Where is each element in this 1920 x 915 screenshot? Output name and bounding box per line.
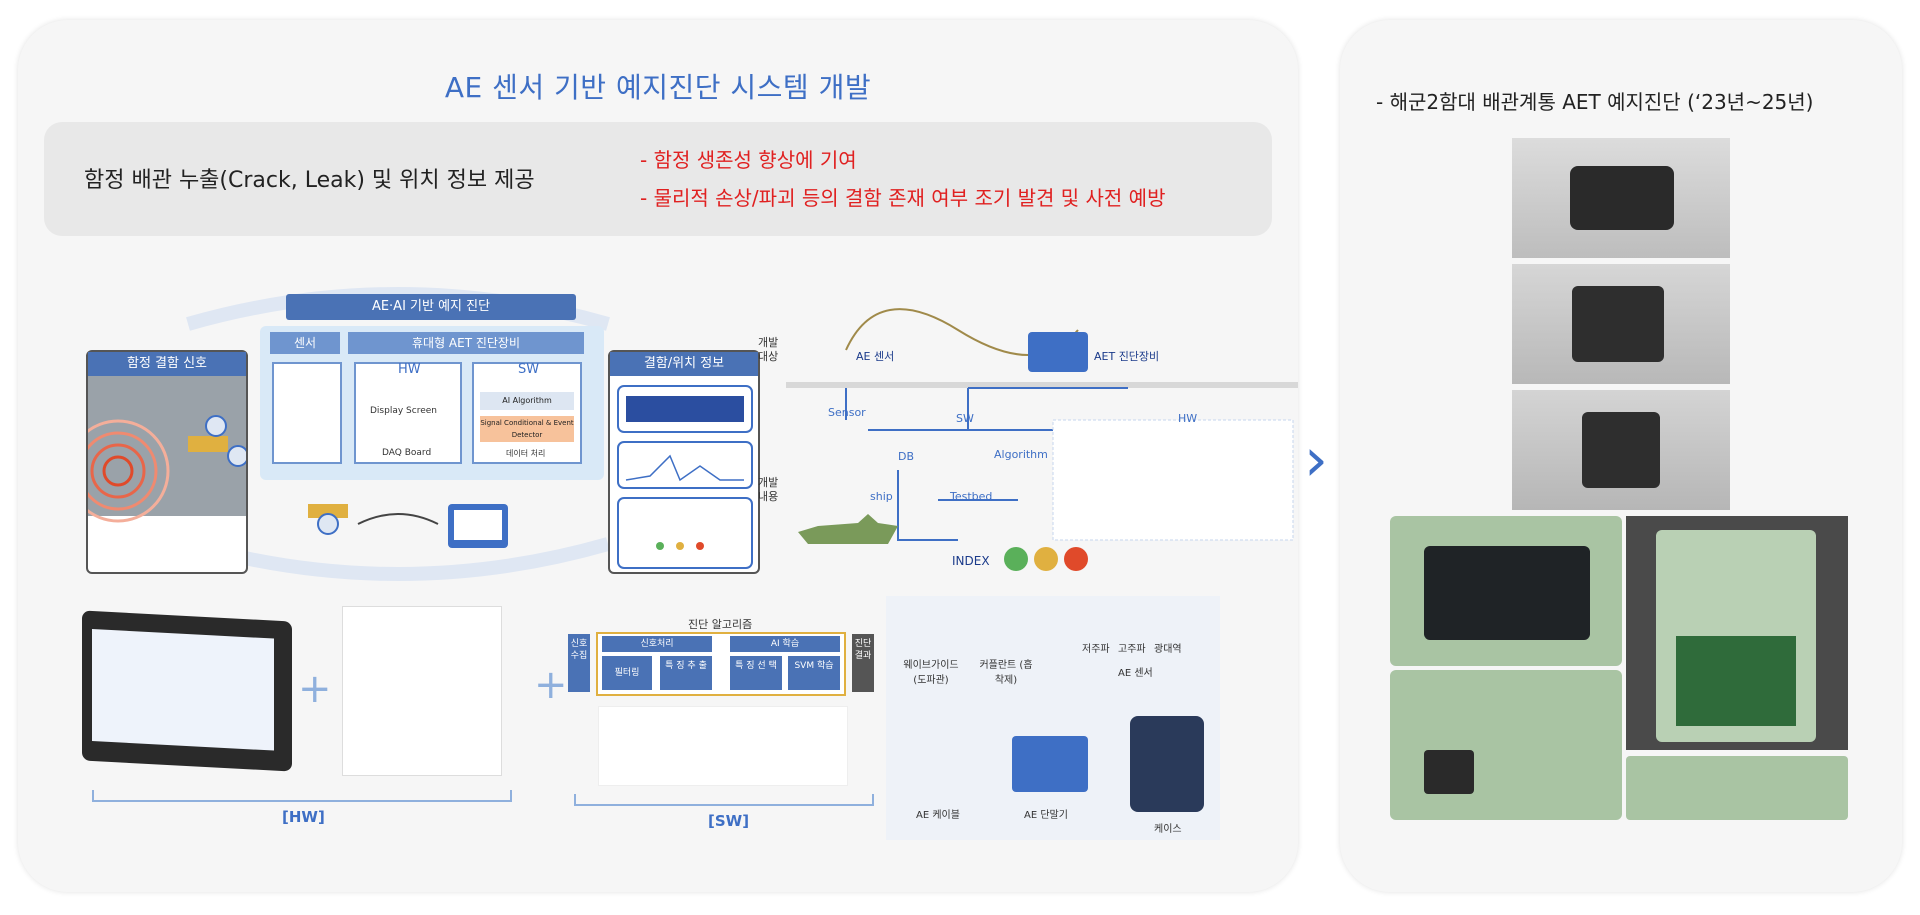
kit-section: 웨이브가이드 (도파관) 커플란트 (흡착제) 저주파 고주파 광대역 AE 센… <box>886 596 1220 840</box>
sw-label: SW <box>518 362 540 377</box>
testbed-label: Testbed <box>950 490 993 503</box>
data-processing-label: 데이터 처리 <box>506 449 546 458</box>
banner-bullet-2: - 물리적 손상/파괴 등의 결함 존재 여부 조기 발견 및 사전 예방 <box>640 186 1166 210</box>
device-photo-front <box>1390 516 1622 666</box>
sw-bracket <box>574 794 874 806</box>
ae-sensor-label: AE 센서 <box>856 350 895 363</box>
wideband-label: 광대역 <box>1154 644 1182 655</box>
device-photo-edge <box>1626 756 1848 820</box>
high-freq-label: 고주파 <box>1118 644 1146 655</box>
development-diagram-lines <box>786 308 1298 541</box>
device-render-side <box>1512 390 1730 510</box>
sw-node-label: SW <box>956 412 974 425</box>
ae-terminal-label: AE 단말기 <box>1024 810 1068 821</box>
result-box: 진단결과 <box>852 634 874 692</box>
ae-sensor-kit-label: AE 센서 <box>1118 668 1153 679</box>
sw-box: SW AI Algorithm Signal Conditional & Eve… <box>472 362 582 464</box>
summary-banner: 함정 배관 누출(Crack, Leak) 및 위치 정보 제공 - 함정 생존… <box>44 122 1272 236</box>
ship-label: ship <box>870 490 893 503</box>
plus-icon-2: + <box>534 662 568 708</box>
daq-board-label: DAQ Board <box>382 448 432 458</box>
device-render-angle <box>1512 264 1730 384</box>
ae-terminal-image <box>1012 736 1088 792</box>
ship-signal-box: 함정 결함 신호 <box>66 350 249 574</box>
hw-node-label: HW <box>1178 412 1198 425</box>
algorithm-label: Algorithm <box>994 448 1048 461</box>
banner-main-text: 함정 배관 누출(Crack, Leak) 및 위치 정보 제공 <box>84 168 535 193</box>
defect-location-box: 결함/위치 정보 <box>608 350 760 574</box>
sensor-image-box <box>272 362 342 464</box>
signal-conditional-box: Signal Conditional & Event Detector <box>480 416 574 442</box>
banner-bullet-1: - 함정 생존성 향상에 기여 <box>640 148 857 172</box>
feature-extract-box: 특 징 추 출 <box>660 656 712 690</box>
left-panel: AE 센서 기반 예지진단 시스템 개발 함정 배관 누출(Crack, Lea… <box>18 20 1298 892</box>
col-portable-device: 휴대형 AET 진단장비 <box>348 332 584 354</box>
ship-signal-illustration <box>66 376 249 523</box>
ai-learn-box: AI 학습 <box>730 636 840 652</box>
aet-device-label: AET 진단장비 <box>1094 350 1160 363</box>
index-status-icons <box>1004 547 1088 571</box>
page-title: AE 센서 기반 예지진단 시스템 개발 <box>444 71 872 104</box>
filtering-box: 필터링 <box>602 656 652 690</box>
display-screen-label: Display Screen <box>370 406 437 416</box>
hw-block-diagram <box>342 606 502 776</box>
tablet-device-image <box>82 610 292 772</box>
device-photo-internal <box>1626 516 1848 750</box>
waveguide-label: 웨이브가이드 (도파관) <box>903 660 959 686</box>
low-freq-label: 저주파 <box>1082 644 1110 655</box>
sw-flowchart <box>598 706 848 786</box>
chevron-right-icon: › <box>1304 425 1328 495</box>
device-photo-back <box>1390 670 1622 820</box>
hw-label: HW <box>398 362 421 377</box>
aet-device-image <box>1028 332 1088 372</box>
index-label: INDEX <box>952 554 990 568</box>
col-sensor: 센서 <box>270 332 340 354</box>
device-render-front <box>1512 138 1730 258</box>
case-label: 케이스 <box>1154 824 1182 835</box>
db-label: DB <box>898 450 915 463</box>
feature-select-box: 특 징 선 택 <box>730 656 782 690</box>
sensor-pipe-illustration <box>298 484 538 554</box>
sw-section: 진단 알고리즘 신호수집 신호처리 필터링 특 징 추 출 AI 학습 특 징 … <box>568 616 898 836</box>
signal-collect-box: 신호수집 <box>568 634 590 692</box>
algo-title: 진단 알고리즘 <box>688 618 753 631</box>
ai-algorithm-box: AI Algorithm <box>480 392 574 410</box>
case-image <box>1130 716 1204 812</box>
signal-proc-box: 신호처리 <box>602 636 712 652</box>
hw-bracket <box>92 790 512 802</box>
hw-box: HW Display Screen DAQ Board <box>354 362 462 464</box>
dev-target-label: 개발 대상 <box>758 336 779 363</box>
hw-section: + [HW] <box>72 606 542 836</box>
right-panel: - 해군2함대 배관계통 AET 예지진단 (‘23년~25년) <box>1340 20 1902 892</box>
dev-content-label: 개발 내용 <box>758 476 779 503</box>
diagnosis-concept-diagram: AE·AI 기반 예지 진단 센서 휴대형 AET 진단장비 HW Displa… <box>38 274 760 594</box>
concept-header: AE·AI 기반 예지 진단 <box>286 294 576 320</box>
development-diagram: 개발 대상 개발 내용 AE 센서 AET 진단장비 Sensor SW HW … <box>758 290 1298 590</box>
couplant-label: 커플란트 (흡착제) <box>979 660 1033 686</box>
hw-section-label: [HW] <box>282 808 325 826</box>
defect-location-title: 결함/위치 정보 <box>610 352 758 376</box>
ship-signal-title: 함정 결함 신호 <box>88 352 246 376</box>
right-title: - 해군2함대 배관계통 AET 예지진단 (‘23년~25년) <box>1376 90 1814 114</box>
svm-box: SVM 학습 <box>788 656 840 690</box>
sensor-label: Sensor <box>828 406 866 419</box>
sw-section-label: [SW] <box>708 812 750 830</box>
ae-cable-label: AE 케이블 <box>916 810 960 821</box>
plus-icon-1: + <box>298 666 332 712</box>
defect-location-screens <box>617 385 753 569</box>
